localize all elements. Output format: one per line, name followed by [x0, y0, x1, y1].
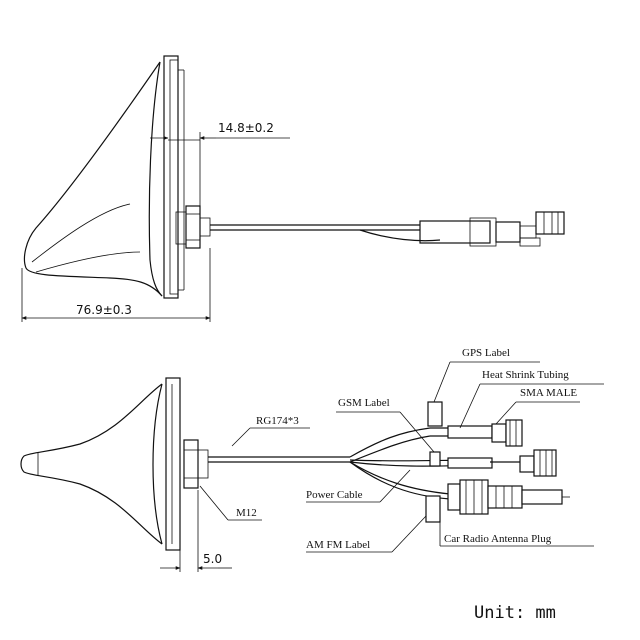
- dim-length-top: 76.9±0.3: [76, 303, 132, 317]
- top-view: 14.8±0.2 76.9±0.3: [21, 55, 565, 322]
- top-base-plate: [163, 55, 179, 299]
- dim-width-top: 14.8±0.2: [218, 121, 274, 135]
- top-connectors: [419, 211, 565, 247]
- label-rg174: RG174*3: [256, 415, 299, 427]
- label-gps: GPS Label: [462, 347, 510, 359]
- gps-label-tag: [427, 401, 443, 427]
- car-radio-plug: [447, 479, 570, 515]
- bottom-base-plate: [165, 377, 181, 551]
- amfm-label-tag: [425, 495, 441, 523]
- label-power-cable: Power Cable: [306, 489, 363, 501]
- unit-note: Unit: mm: [474, 603, 556, 623]
- bottom-mount-nut: [183, 439, 199, 489]
- label-m12: M12: [236, 507, 257, 519]
- label-heat-shrink: Heat Shrink Tubing: [482, 369, 569, 381]
- dim-offset-bottom: 5.0: [203, 552, 222, 566]
- bottom-antenna-body: [20, 383, 163, 545]
- sma-connector-upper: [491, 419, 523, 447]
- bottom-view: GPS Label Heat Shrink Tubing SMA MALE GS…: [20, 347, 604, 572]
- label-sma-male: SMA MALE: [520, 387, 577, 399]
- label-gsm: GSM Label: [338, 397, 390, 409]
- top-antenna-body: [23, 61, 163, 297]
- top-mount-nut: [185, 205, 201, 249]
- sma-connector-lower: [519, 449, 557, 477]
- label-car-radio-plug: Car Radio Antenna Plug: [444, 533, 552, 545]
- label-amfm: AM FM Label: [306, 539, 370, 551]
